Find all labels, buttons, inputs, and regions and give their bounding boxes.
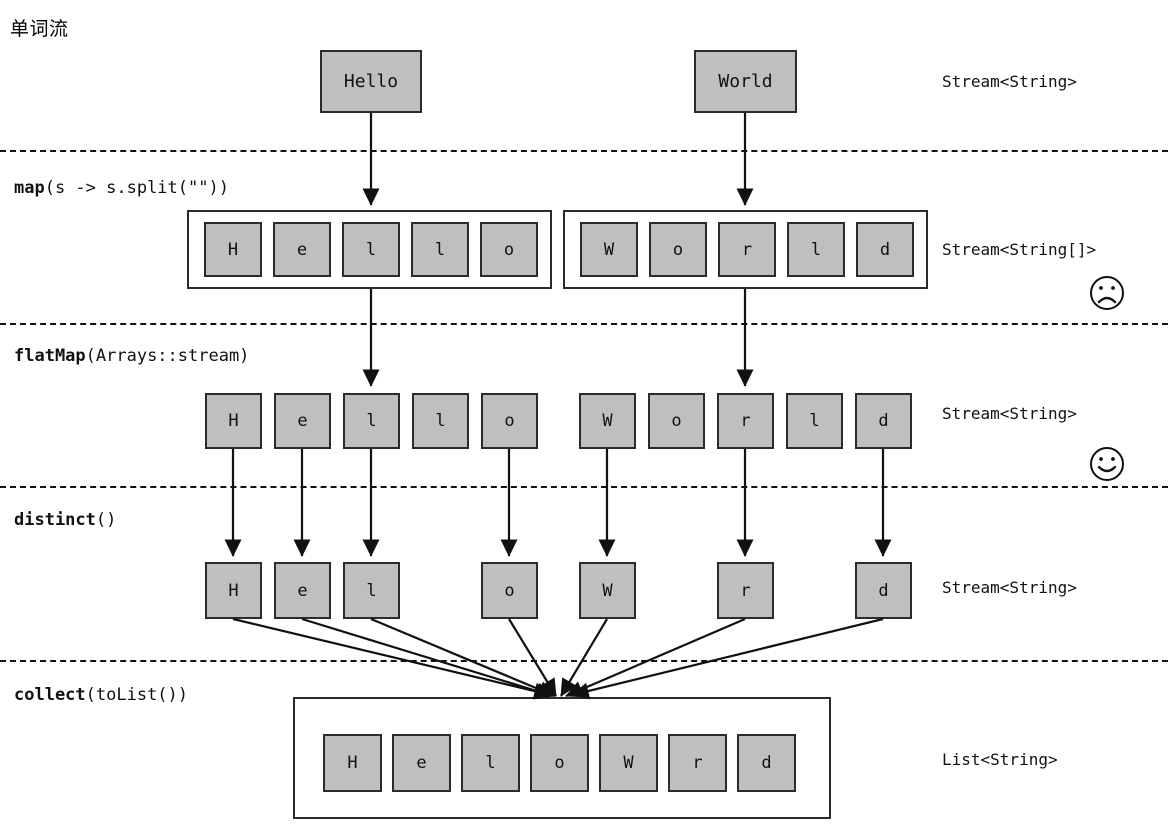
map-cell-world-0[interactable]: W — [580, 222, 638, 277]
stage-divider-map — [0, 150, 1168, 152]
source-word-world[interactable]: World — [694, 50, 797, 113]
flatmap-cell-6[interactable]: o — [648, 393, 705, 449]
flatmap-cell-1[interactable]: e — [274, 393, 331, 449]
operation-name-flatmap: flatMap — [14, 346, 86, 366]
flatmap-cell-0[interactable]: H — [205, 393, 262, 449]
flatmap-cell-5[interactable]: W — [579, 393, 636, 449]
operation-name-collect: collect — [14, 685, 86, 705]
map-cell-hello-2[interactable]: l — [342, 222, 400, 277]
map-cell-hello-0[interactable]: H — [204, 222, 262, 277]
type-label-source: Stream<String> — [942, 72, 1077, 91]
type-label-flatmap: Stream<String> — [942, 404, 1077, 423]
page-title: 单词流 — [10, 18, 69, 40]
distinct-cell-5[interactable]: r — [717, 562, 774, 619]
arrow-distinct-to-collect — [232, 617, 884, 700]
map-cell-hello-4[interactable]: o — [480, 222, 538, 277]
flatmap-cell-4[interactable]: o — [481, 393, 538, 449]
flatmap-cell-7[interactable]: r — [717, 393, 774, 449]
operation-name-map: map — [14, 178, 45, 198]
arrow-map-to-flatmap — [362, 289, 754, 387]
distinct-cell-0[interactable]: H — [205, 562, 262, 619]
distinct-cell-3[interactable]: o — [481, 562, 538, 619]
stage-divider-flatmap — [0, 323, 1168, 325]
map-cell-world-2[interactable]: r — [718, 222, 776, 277]
type-label-map: Stream<String[]> — [942, 240, 1097, 259]
collect-cell-2[interactable]: l — [461, 734, 520, 792]
arrow-flatmap-to-distinct — [224, 449, 892, 557]
arrow-source-to-map — [362, 113, 754, 206]
operation-args-flatmap: (Arrays::stream) — [85, 346, 250, 366]
map-cell-world-4[interactable]: d — [856, 222, 914, 277]
operation-label-flatmap: flatMap(Arrays::stream) — [14, 346, 249, 366]
map-cell-hello-3[interactable]: l — [411, 222, 469, 277]
operation-label-collect: collect(toList()) — [14, 685, 188, 705]
collect-cell-1[interactable]: e — [392, 734, 451, 792]
distinct-cell-4[interactable]: W — [579, 562, 636, 619]
stage-divider-distinct — [0, 486, 1168, 488]
collect-cell-5[interactable]: r — [668, 734, 727, 792]
type-label-collect: List<String> — [942, 750, 1058, 769]
operation-args-distinct: () — [95, 510, 117, 530]
source-word-hello[interactable]: Hello — [320, 50, 422, 113]
collect-cell-3[interactable]: o — [530, 734, 589, 792]
map-cell-world-1[interactable]: o — [649, 222, 707, 277]
smiling-face-icon — [1086, 443, 1128, 490]
flatmap-cell-8[interactable]: l — [786, 393, 843, 449]
operation-args-map: (s -> s.split("")) — [44, 178, 229, 198]
stage-divider-collect — [0, 660, 1168, 662]
flatmap-cell-2[interactable]: l — [343, 393, 400, 449]
type-label-distinct: Stream<String> — [942, 578, 1077, 597]
operation-label-map: map(s -> s.split("")) — [14, 178, 229, 198]
collect-cell-6[interactable]: d — [737, 734, 796, 792]
distinct-cell-1[interactable]: e — [274, 562, 331, 619]
distinct-cell-2[interactable]: l — [343, 562, 400, 619]
collect-cell-0[interactable]: H — [323, 734, 382, 792]
collect-cell-4[interactable]: W — [599, 734, 658, 792]
flatmap-cell-3[interactable]: l — [412, 393, 469, 449]
operation-name-distinct: distinct — [14, 510, 96, 530]
flatmap-cell-9[interactable]: d — [855, 393, 912, 449]
map-cell-hello-1[interactable]: e — [273, 222, 331, 277]
frowning-face-icon — [1086, 272, 1128, 319]
operation-args-collect: (toList()) — [85, 685, 189, 705]
distinct-cell-6[interactable]: d — [855, 562, 912, 619]
operation-label-distinct: distinct() — [14, 510, 116, 530]
map-cell-world-3[interactable]: l — [787, 222, 845, 277]
